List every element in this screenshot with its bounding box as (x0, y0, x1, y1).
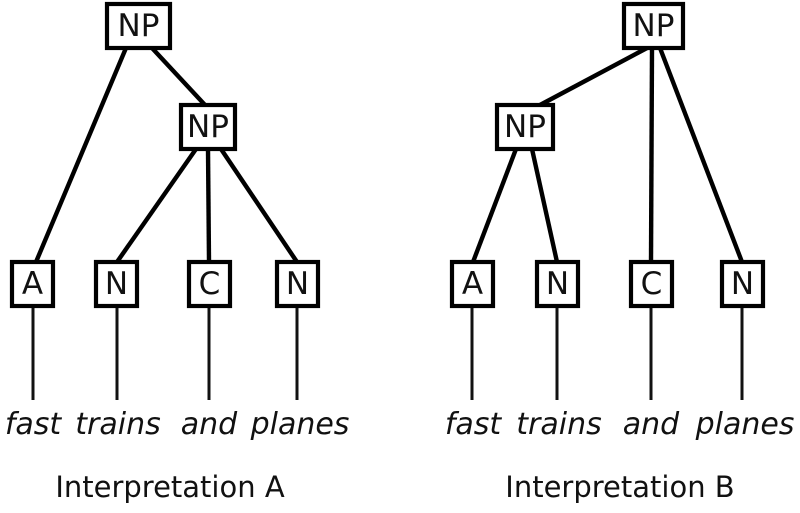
node-label-a-leaf-c: C (199, 266, 221, 302)
node-label-b-root-np: NP (633, 8, 675, 44)
node-label-b-leaf-a: A (462, 266, 483, 302)
node-label-a-root-np: NP (118, 8, 160, 44)
tree-edge-b-root-np-to-b-leaf-c (648, 47, 655, 263)
tree-edge-a-inner-np-to-a-leaf-c (205, 148, 212, 263)
node-label-a-leaf-a: A (22, 266, 43, 302)
node-label-b-inner-np: NP (504, 109, 546, 145)
node-box-b-inner-np[interactable] (494, 102, 556, 152)
node-label-b-leaf-n2: N (731, 266, 754, 302)
node-box-b-leaf-n2[interactable] (719, 259, 766, 309)
node-box-a-leaf-c[interactable] (186, 259, 233, 309)
word-trains: trains (516, 407, 601, 442)
word-fast: fast (445, 407, 503, 442)
node-box-b-leaf-c[interactable] (628, 259, 675, 309)
tree-edge-a-inner-np-to-a-leaf-n1 (115, 147, 198, 264)
node-box-b-root-np[interactable] (621, 1, 686, 51)
node-box-a-leaf-n1[interactable] (93, 259, 140, 309)
tree-edge-a-root-np-to-a-inner-np (150, 46, 207, 107)
node-label-a-leaf-n2: N (286, 266, 309, 302)
word-and: and (623, 407, 680, 442)
node-label-a-inner-np: NP (187, 109, 229, 145)
word-planes: planes (250, 407, 350, 442)
node-box-a-inner-np[interactable] (178, 102, 238, 152)
node-box-b-leaf-a[interactable] (449, 259, 496, 309)
node-box-b-leaf-n1[interactable] (534, 259, 581, 309)
tree-edge-b-inner-np-to-b-leaf-n1 (529, 148, 560, 263)
node-label-b-leaf-n1: N (546, 266, 569, 302)
node-box-a-leaf-n2[interactable] (274, 259, 321, 309)
word-and: and (181, 407, 238, 442)
node-box-a-leaf-a[interactable] (9, 259, 56, 309)
node-box-a-root-np[interactable] (104, 1, 173, 51)
caption-interpretation-a: Interpretation A (55, 470, 285, 504)
tree-edge-b-root-np-to-b-leaf-n2 (657, 47, 745, 263)
tree-edge-b-root-np-to-b-inner-np (538, 46, 649, 107)
node-label-a-leaf-n1: N (105, 266, 128, 302)
word-fast: fast (5, 407, 63, 442)
tree-edge-a-root-np-to-a-leaf-a (33, 47, 129, 263)
word-planes: planes (695, 407, 795, 442)
word-trains: trains (75, 407, 160, 442)
node-label-b-leaf-c: C (641, 266, 663, 302)
tree-edge-b-inner-np-to-b-leaf-a (470, 148, 519, 263)
caption-interpretation-b: Interpretation B (505, 470, 734, 504)
tree-edge-a-inner-np-to-a-leaf-n2 (219, 147, 299, 264)
